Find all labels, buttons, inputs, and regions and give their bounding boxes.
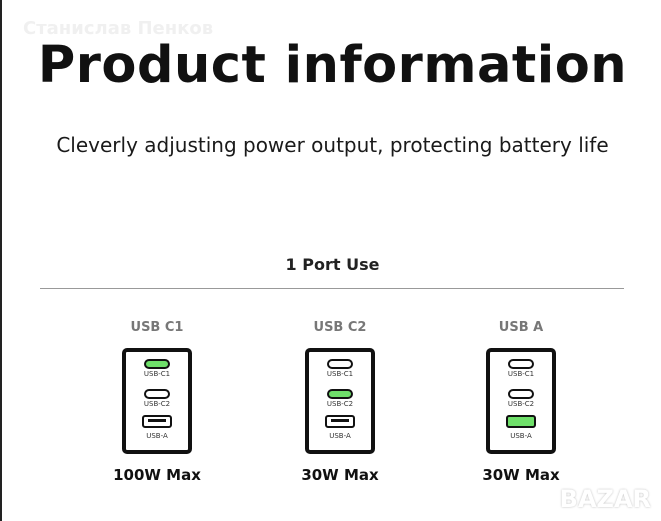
port-a-slot-icon: [325, 415, 355, 428]
max-power: 30W Max: [301, 466, 379, 484]
port-c1-slot-icon: [508, 359, 534, 369]
port-a-slot-icon: [506, 415, 536, 428]
watermark: Станислав Пенков: [23, 18, 214, 39]
port-label: USB-C2: [326, 400, 354, 408]
port-column: USB C2 USB-C1 USB-C2 USB-A 30W Max: [280, 320, 400, 484]
port-c2-slot-icon: [144, 389, 170, 399]
port-heading: USB C2: [313, 320, 367, 335]
bazar-logo: BAZAR: [559, 485, 651, 513]
max-power: 30W Max: [482, 466, 560, 484]
port-label: USB-A: [329, 432, 351, 440]
port-a-slot-icon: [142, 415, 172, 428]
charger-icon: USB-C1 USB-C2 USB-A: [122, 348, 192, 454]
port-label: USB-C1: [143, 370, 171, 378]
charger-icon: USB-C1 USB-C2 USB-A: [486, 348, 556, 454]
section-heading: 1 Port Use: [285, 255, 380, 274]
subtitle: Cleverly adjusting power output, protect…: [56, 133, 609, 157]
divider: [40, 288, 624, 289]
port-column: USB C1 USB-C1 USB-C2 USB-A 100W Max: [97, 320, 217, 484]
port-label: USB-A: [146, 432, 168, 440]
port-label: USB-C2: [507, 400, 535, 408]
port-label: USB-C2: [143, 400, 171, 408]
port-heading: USB A: [498, 320, 544, 335]
port-c1-slot-icon: [144, 359, 170, 369]
port-column: USB A USB-C1 USB-C2 USB-A 30W Max: [461, 320, 581, 484]
charger-icon: USB-C1 USB-C2 USB-A: [305, 348, 375, 454]
port-heading: USB C1: [130, 320, 184, 335]
port-c1-slot-icon: [327, 359, 353, 369]
page-title: Product information: [37, 36, 628, 95]
port-c2-slot-icon: [327, 389, 353, 399]
port-label: USB-A: [510, 432, 532, 440]
port-label: USB-C1: [326, 370, 354, 378]
max-power: 100W Max: [113, 466, 201, 484]
port-c2-slot-icon: [508, 389, 534, 399]
port-label: USB-C1: [507, 370, 535, 378]
